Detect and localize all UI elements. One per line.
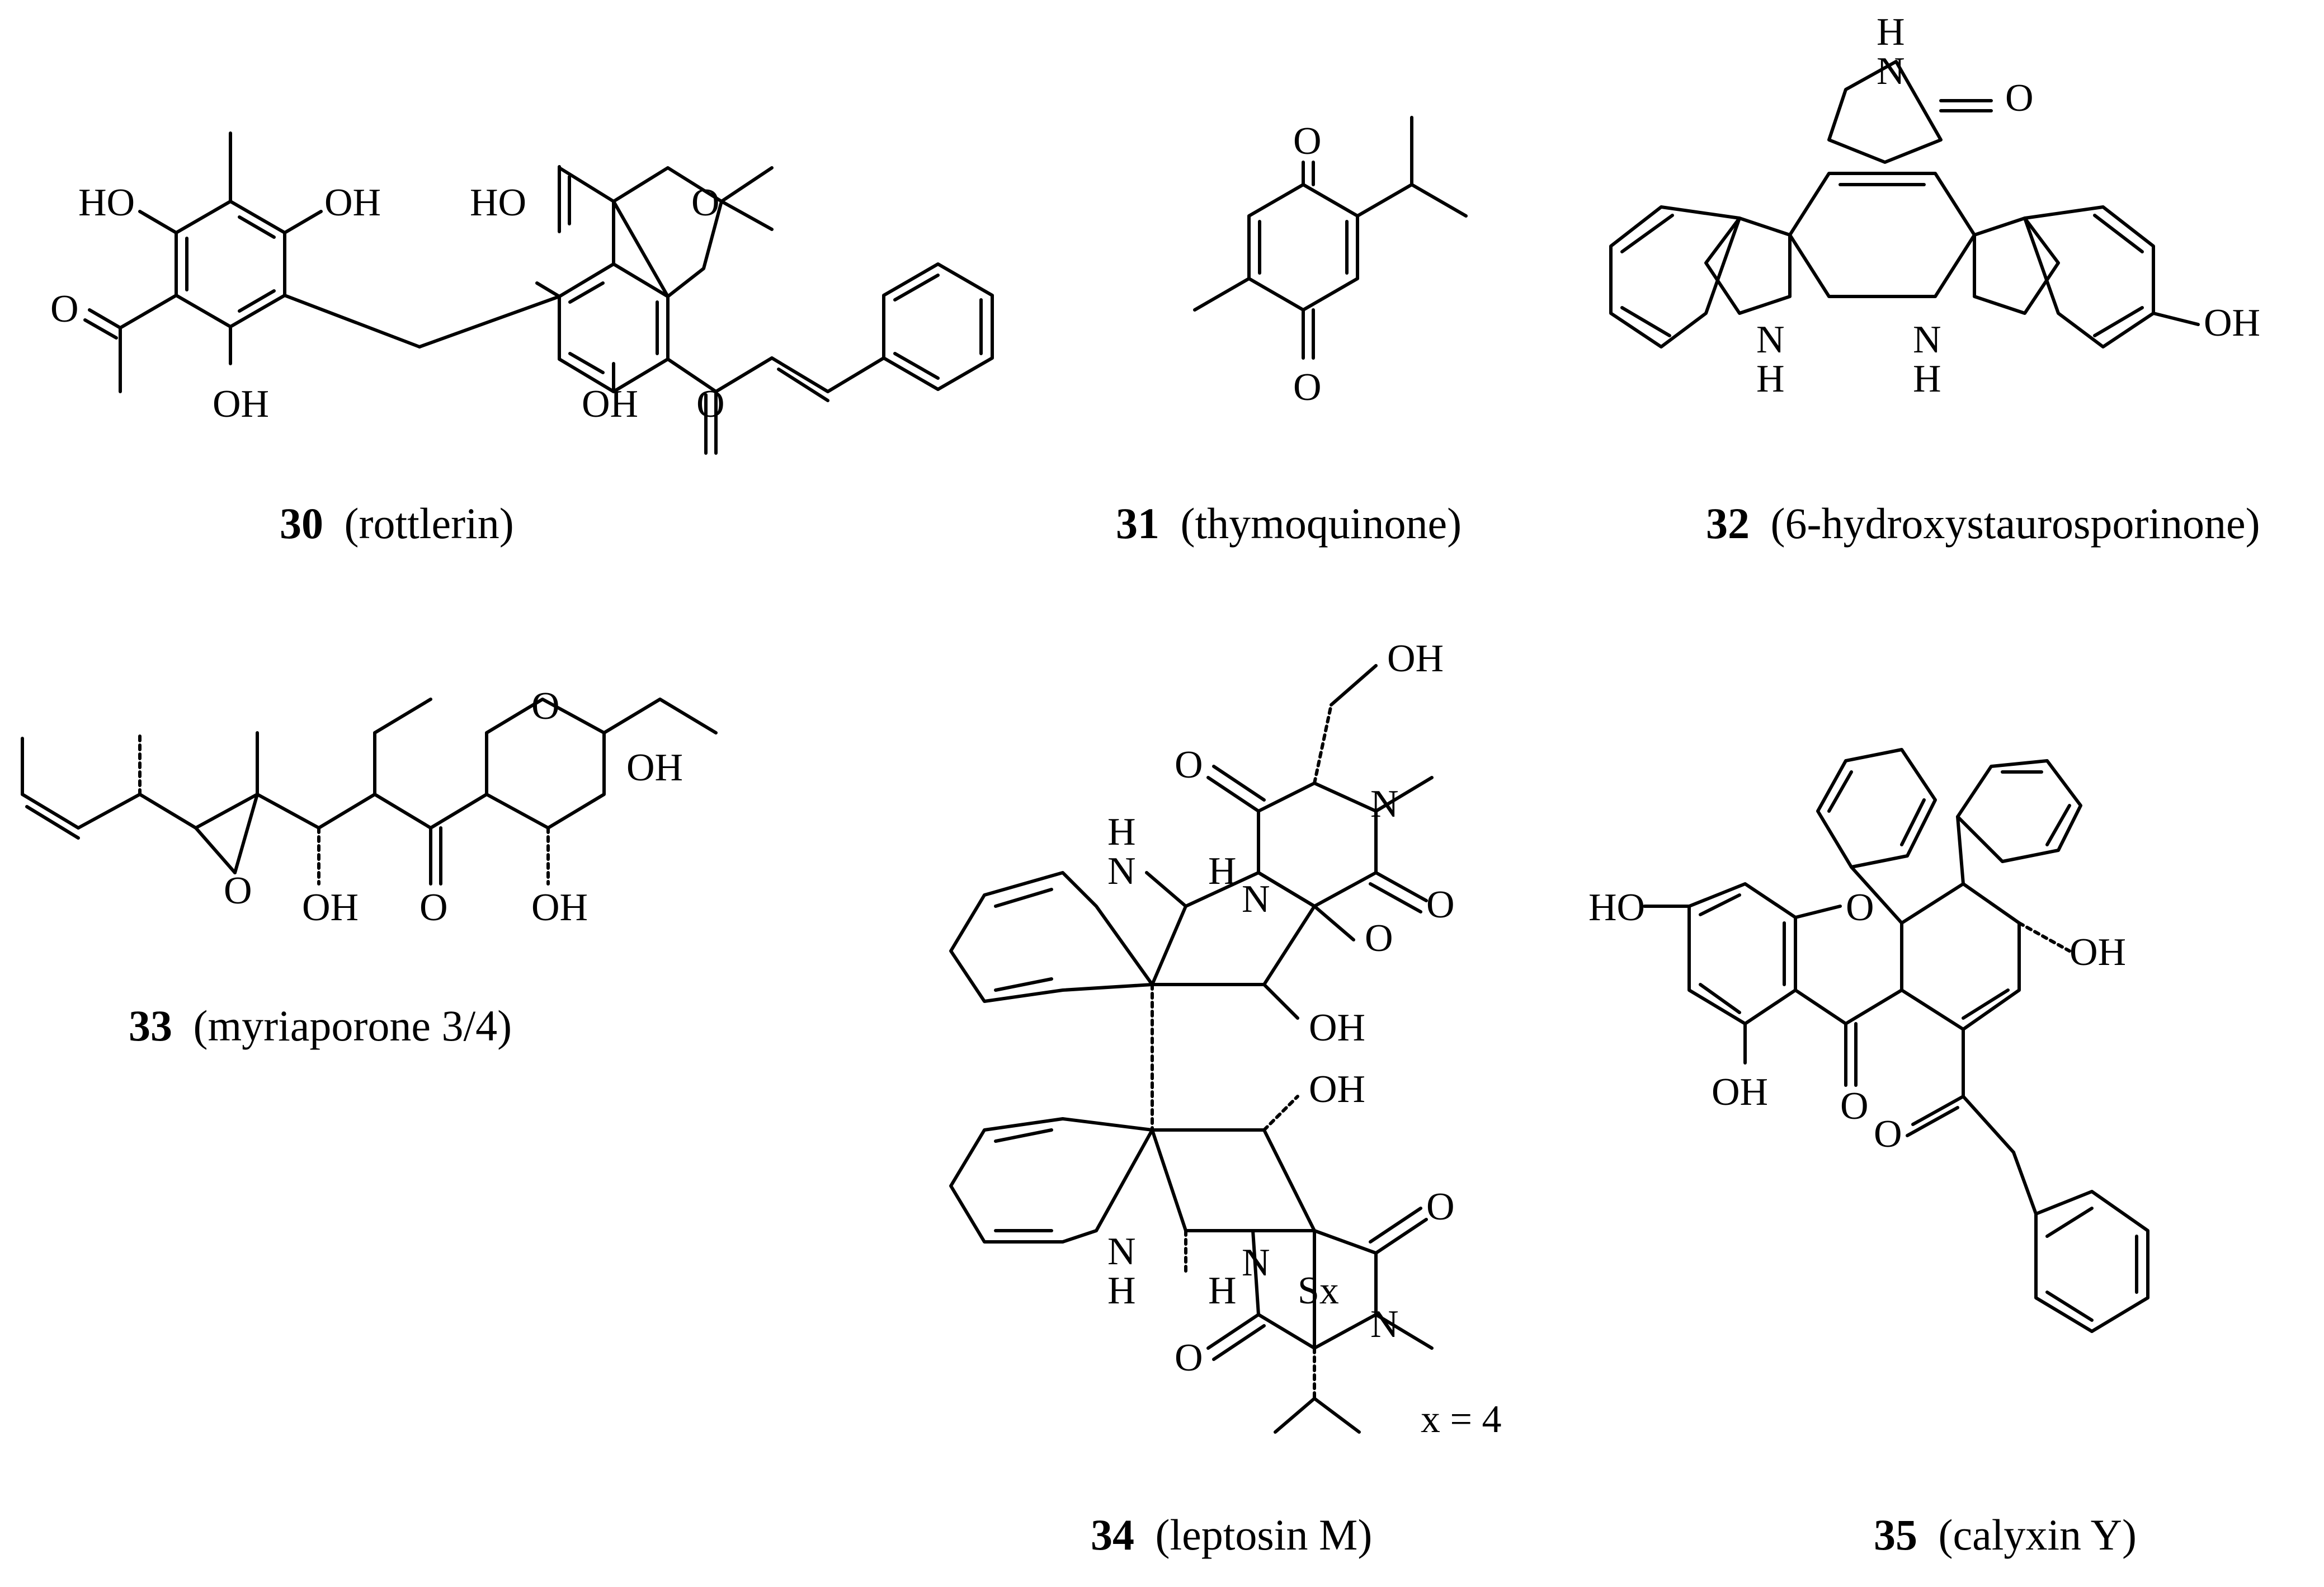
caption-32: 32 (6-hydroxystaurosporinone) — [1706, 499, 2260, 548]
compound-number: 35 — [1874, 1510, 1917, 1559]
atom-label: N — [1756, 318, 1785, 361]
atom-label: OH — [2204, 302, 2260, 345]
structure-34: OH O N H N H N O O OH OH O N H H N Sx N … — [949, 637, 1501, 1559]
atom-label: H — [1107, 1269, 1136, 1312]
structure-32: H N O N H N H OH 32 (6-hydroxystaurospor… — [1609, 11, 2260, 548]
atom-label: O — [1426, 883, 1455, 926]
atom-label: N — [1913, 318, 1941, 361]
atom-label: HO — [470, 181, 526, 224]
atom-label: OH — [213, 383, 269, 426]
compound-number: 30 — [280, 499, 323, 548]
compound-number: 31 — [1116, 499, 1159, 548]
atom-label: N — [1370, 1303, 1399, 1346]
compound-name: (6-hydroxystaurosporinone) — [1771, 499, 2260, 548]
compound-number: 32 — [1706, 499, 1750, 548]
atom-label: O — [224, 869, 252, 912]
atom-label: OH — [2070, 931, 2126, 974]
atom-label: OH — [1712, 1071, 1768, 1114]
atom-label: HO — [78, 181, 135, 224]
atom-label: O — [1293, 366, 1322, 409]
caption-33: 33 (myriaporone 3/4) — [129, 1001, 512, 1050]
caption-34: 34 (leptosin M) — [1091, 1510, 1372, 1559]
atom-label: H — [1107, 811, 1136, 854]
atom-label: O — [1426, 1185, 1455, 1228]
atom-label: H — [1208, 1269, 1237, 1312]
compound-name: (rottlerin) — [345, 499, 514, 548]
atom-label: OH — [324, 181, 381, 224]
compound-name: (myriaporone 3/4) — [194, 1001, 512, 1050]
caption-30: 30 (rottlerin) — [280, 499, 514, 548]
atom-label: N — [1107, 850, 1136, 893]
atom-label: O — [1846, 886, 1874, 929]
atom-label: HO — [1588, 886, 1645, 929]
structure-33: O OH O OH O OH 33 (myriaporone 3/4) — [21, 685, 718, 1050]
atom-label: N — [1242, 1241, 1270, 1284]
structure-30: HO OH HO O O OH OH O 30 (rottlerin) — [50, 131, 994, 548]
atom-label: N — [1370, 783, 1399, 826]
atom-label: O — [1293, 120, 1322, 163]
atom-label: H — [1913, 357, 1941, 401]
compound-name: (calyxin Y) — [1939, 1510, 2137, 1559]
caption-35: 35 (calyxin Y) — [1874, 1510, 2137, 1559]
atom-label: OH — [626, 746, 683, 789]
atom-label: O — [419, 886, 448, 929]
compound-number: 34 — [1091, 1510, 1134, 1559]
atom-label: O — [1175, 1336, 1203, 1379]
atom-label: N — [1242, 878, 1270, 921]
atom-label: O — [2005, 77, 2034, 120]
atom-label: OH — [1387, 637, 1444, 680]
atom-label: OH — [1309, 1068, 1365, 1111]
atom-label: O — [1365, 917, 1393, 960]
atom-label: O — [1840, 1085, 1869, 1128]
atom-label: OH — [531, 886, 588, 929]
atom-label: H — [1756, 357, 1785, 401]
atom-label: H — [1208, 850, 1237, 893]
structure-31: O O 31 (thymoquinone) — [1116, 116, 1468, 548]
atom-label: O — [696, 383, 725, 426]
structure-35: HO O OH OH O O 35 (calyxin Y) — [1588, 748, 2149, 1559]
atom-label: O — [1175, 743, 1203, 787]
atom-label: O — [1874, 1113, 1902, 1156]
atom-label: O — [531, 685, 560, 728]
atom-label: OH — [1309, 1006, 1365, 1049]
compound-name: (thymoquinone) — [1181, 499, 1462, 548]
caption-31: 31 (thymoquinone) — [1116, 499, 1462, 548]
structure-note: x = 4 — [1421, 1398, 1501, 1441]
atom-label: Sx — [1298, 1269, 1339, 1312]
atom-label: O — [50, 288, 79, 331]
atom-label: N — [1877, 50, 1905, 93]
compound-name: (leptosin M) — [1156, 1510, 1373, 1559]
atom-label: OH — [582, 383, 638, 426]
atom-label: OH — [302, 886, 359, 929]
atom-label: N — [1107, 1230, 1136, 1273]
compound-number: 33 — [129, 1001, 172, 1050]
atom-label: H — [1877, 11, 1905, 54]
atom-label: O — [691, 181, 720, 224]
